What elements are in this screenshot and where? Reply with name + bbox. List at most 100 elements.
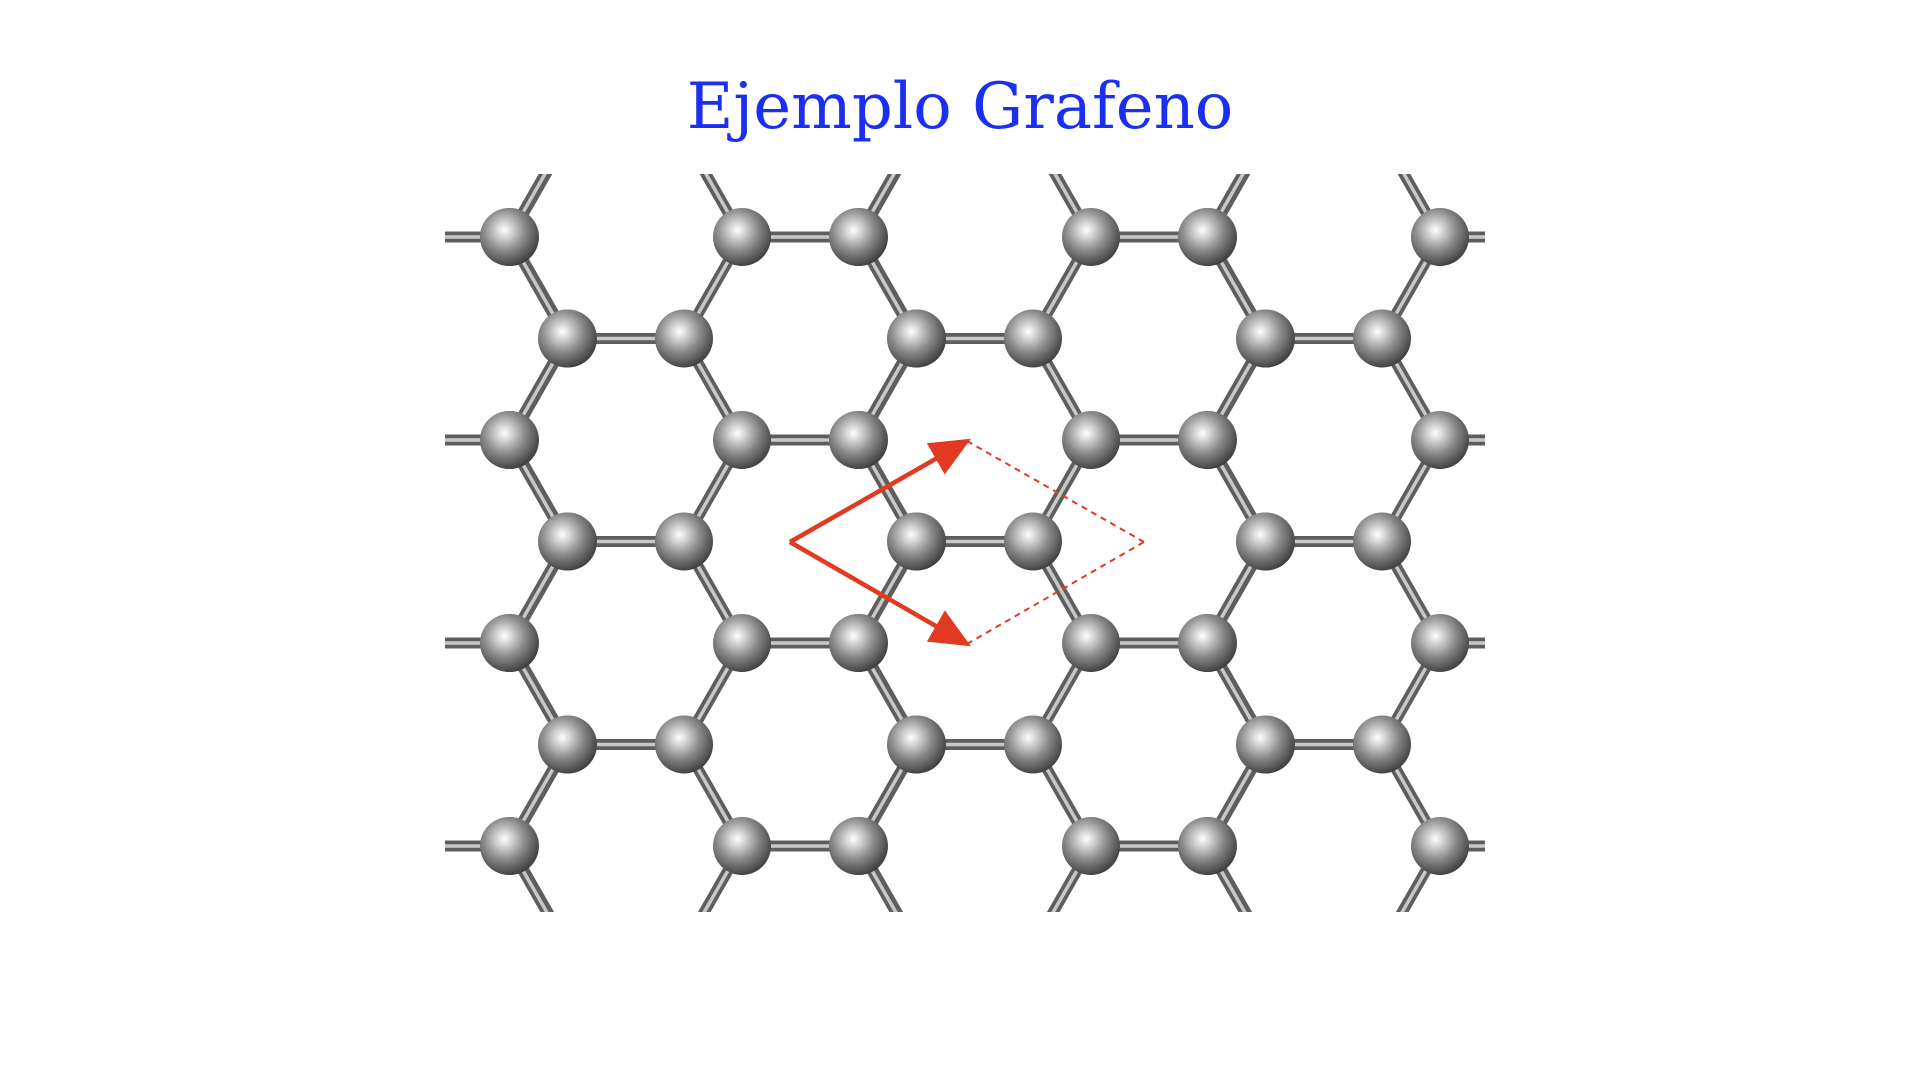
- carbon-bond: [335, 745, 393, 847]
- carbon-atom: [1179, 1020, 1237, 1078]
- carbon-atom: [538, 512, 596, 571]
- carbon-bond-highlight: [335, 643, 393, 745]
- carbon-atom: [1411, 614, 1469, 672]
- carbon-bond: [1557, 846, 1615, 948]
- carbon-bond-highlight: [1556, 237, 1614, 339]
- carbon-atom: [1004, 919, 1062, 977]
- carbon-bond: [1556, 643, 1614, 745]
- carbon-bond: [1557, 237, 1615, 339]
- carbon-bond-highlight: [1557, 643, 1615, 745]
- carbon-bond-highlight: [859, 948, 917, 1050]
- carbon-bond: [1557, 745, 1615, 847]
- carbon-atom: [655, 309, 713, 368]
- carbon-atom: [189, 107, 247, 165]
- carbon-atom: [655, 919, 713, 977]
- carbon-bond-highlight: [684, 948, 742, 1050]
- carbon-bond: [1906, 948, 1920, 1050]
- carbon-bond: [1557, 948, 1615, 1050]
- carbon-atom: [1585, 919, 1643, 977]
- carbon-bond: [1556, 948, 1614, 1050]
- carbon-bond-highlight: [335, 339, 393, 441]
- carbon-bond-highlight: [1906, 846, 1920, 948]
- carbon-atom: [131, 614, 189, 672]
- carbon-atom: [1062, 208, 1120, 266]
- carbon-atom: [1004, 309, 1062, 368]
- carbon-atom: [1586, 107, 1644, 165]
- carbon-atom: [713, 1020, 771, 1078]
- carbon-atom: [1585, 513, 1643, 571]
- carbon-atom: [481, 1020, 539, 1078]
- carbon-atom: [1527, 411, 1585, 469]
- carbon-bond-highlight: [1731, 136, 1789, 238]
- carbon-atom: [1237, 107, 1295, 165]
- carbon-bond: [1906, 237, 1920, 339]
- carbon-bond: [335, 542, 393, 644]
- carbon-bond-highlight: [1557, 440, 1615, 542]
- carbon-atom: [1236, 309, 1294, 368]
- carbon-atom: [1877, 411, 1920, 469]
- carbon-atom: [1236, 512, 1294, 571]
- carbon-atom: [1528, 208, 1586, 266]
- carbon-atom: [189, 919, 247, 977]
- carbon-bond-highlight: [1208, 948, 1266, 1050]
- carbon-atom: [364, 614, 422, 672]
- carbon-atom: [1411, 1020, 1469, 1078]
- carbon-bond: [1906, 542, 1920, 644]
- carbon-bond-highlight: [1906, 643, 1920, 745]
- carbon-atom: [888, 919, 946, 977]
- carbon-bond-highlight: [858, 948, 916, 1050]
- lattice-vector-a1: [788, 438, 971, 544]
- carbon-atom: [539, 107, 597, 165]
- carbon-atom: [306, 107, 364, 165]
- carbon-bond: [160, 745, 218, 847]
- carbon-bond-highlight: [335, 745, 393, 847]
- carbon-atom: [830, 1020, 888, 1078]
- carbon-atom: [1702, 919, 1760, 977]
- slide-title: Ejemplo Grafeno: [686, 70, 1234, 144]
- carbon-atom: [1760, 411, 1818, 469]
- carbon-atom: [131, 817, 189, 875]
- carbon-bond-highlight: [1207, 948, 1265, 1050]
- carbon-atom: [655, 512, 713, 571]
- carbon-atom: [364, 208, 422, 266]
- carbon-bond-highlight: [1557, 745, 1615, 847]
- carbon-atom: [1004, 107, 1062, 165]
- carbon-atom: [1411, 411, 1469, 469]
- carbon-atom: [306, 310, 364, 368]
- carbon-bond-highlight: [1556, 643, 1614, 745]
- carbon-bond-highlight: [1556, 542, 1614, 644]
- carbon-bond-highlight: [160, 339, 218, 441]
- carbon-atom: [1527, 817, 1585, 875]
- carbon-bond-highlight: [1906, 237, 1920, 339]
- carbon-bond: [1556, 846, 1614, 948]
- atoms-layer: [131, 107, 1920, 1078]
- carbon-atom: [1004, 512, 1062, 571]
- carbon-atom: [1062, 1020, 1120, 1078]
- carbon-atom: [1702, 310, 1760, 368]
- carbon-bond-highlight: [160, 542, 218, 644]
- carbon-atom: [829, 208, 887, 266]
- carbon-atom: [887, 919, 945, 977]
- carbon-atom: [306, 919, 364, 977]
- carbon-bond: [335, 136, 393, 238]
- carbon-bond: [510, 948, 568, 1050]
- carbon-atom: [1877, 1020, 1920, 1078]
- carbon-atom: [1702, 107, 1760, 165]
- carbon-atom: [1586, 919, 1644, 977]
- carbon-bond-highlight: [1382, 948, 1440, 1050]
- carbon-bond: [1731, 339, 1789, 441]
- carbon-bond-highlight: [335, 136, 393, 238]
- carbon-bond-highlight: [335, 948, 393, 1050]
- carbon-bond: [859, 948, 917, 1050]
- carbon-atom: [1178, 208, 1236, 266]
- carbon-atom: [1586, 310, 1644, 368]
- carbon-bond-highlight: [1906, 136, 1920, 238]
- carbon-bond: [1731, 136, 1789, 238]
- carbon-atom: [655, 107, 713, 165]
- carbon-atom: [1702, 513, 1760, 571]
- carbon-atom: [713, 208, 771, 266]
- carbon-atom: [1411, 817, 1469, 875]
- carbon-atom: [1062, 411, 1120, 469]
- carbon-bond-highlight: [1731, 339, 1789, 441]
